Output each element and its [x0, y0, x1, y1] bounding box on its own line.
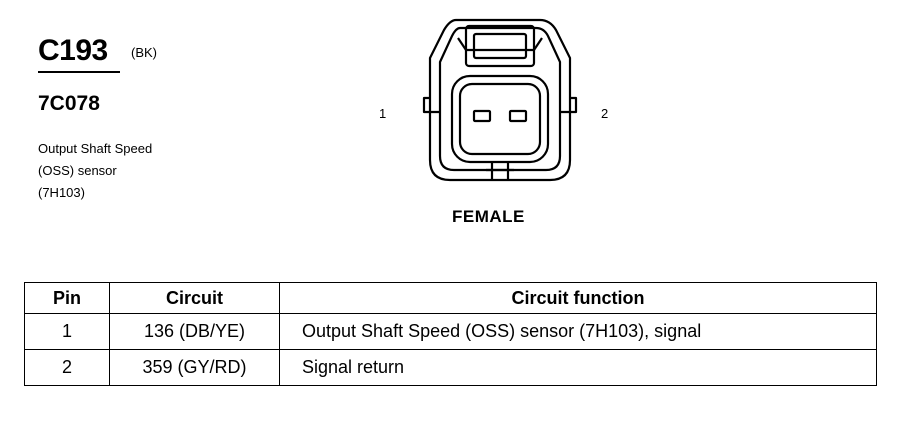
- connector-housing-inner: [438, 26, 562, 172]
- side-key-left: [422, 96, 440, 114]
- connector-id: C193: [38, 34, 120, 73]
- description-line: Output Shaft Speed: [38, 141, 153, 156]
- description-line: (OSS) sensor: [38, 163, 117, 178]
- locking-latch-inner: [472, 32, 528, 60]
- header-pin: Pin: [24, 282, 110, 314]
- cell-circuit: 136 (DB/YE): [109, 313, 280, 350]
- header-circuit: Circuit: [109, 282, 280, 314]
- component-description: Output Shaft Speed (OSS) sensor (7H103): [38, 138, 152, 204]
- connector-face-drawing: [422, 18, 578, 182]
- locking-latch: [464, 24, 536, 68]
- table-row: 1 136 (DB/YE) Output Shaft Speed (OSS) s…: [24, 313, 877, 350]
- terminal-block-inner: [458, 82, 542, 156]
- header-circuit-function: Circuit function: [279, 282, 877, 314]
- connector-color-code: (BK): [131, 45, 157, 60]
- cell-circuit: 359 (GY/RD): [109, 349, 280, 386]
- cell-circuit-function: Output Shaft Speed (OSS) sensor (7H103),…: [279, 313, 877, 350]
- pin-label-right: 2: [601, 106, 609, 121]
- pin-label-left: 1: [379, 106, 387, 121]
- cell-pin: 1: [24, 313, 110, 350]
- pin-cavity-2: [508, 109, 528, 123]
- connector-gender: FEMALE: [452, 207, 525, 226]
- connector-housing-outer: [428, 18, 572, 182]
- side-key-right: [560, 96, 578, 114]
- table-row: 2 359 (GY/RD) Signal return: [24, 349, 877, 386]
- bottom-key: [486, 162, 514, 180]
- connector-id-underline: [38, 71, 120, 73]
- cell-pin: 2: [24, 349, 110, 386]
- pinout-table: Pin Circuit Circuit function 1 136 (DB/Y…: [24, 282, 877, 386]
- connector-id-text: C193: [38, 34, 108, 67]
- description-line: (7H103): [38, 185, 85, 200]
- terminal-block-outer: [450, 74, 550, 164]
- cell-circuit-function: Signal return: [279, 349, 877, 386]
- pin-cavity-1: [472, 109, 492, 123]
- part-number: 7C078: [38, 92, 100, 115]
- table-header-row: Pin Circuit Circuit function: [24, 282, 877, 314]
